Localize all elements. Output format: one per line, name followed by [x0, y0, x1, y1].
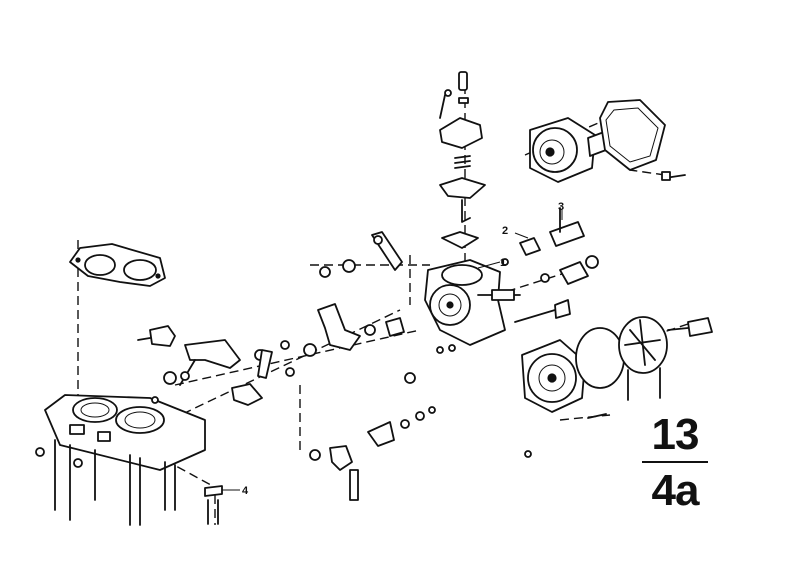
carburetor-base [35, 394, 206, 526]
callout-3: 3 [558, 201, 564, 213]
reference-number: 13 4a [640, 412, 710, 514]
reference-divider [642, 461, 708, 463]
right-linkage [501, 207, 599, 285]
pump-cover [529, 99, 686, 183]
choke-linkage-left [137, 325, 295, 406]
top-stack [439, 71, 486, 249]
bottom-post [204, 485, 223, 525]
reference-group-number: 13 [651, 410, 700, 459]
throttle-linkage [303, 231, 456, 384]
lower-linkage [309, 406, 532, 501]
callout-2: 2 [502, 225, 508, 237]
callout-4: 4 [242, 485, 249, 497]
callout-1: 1 [500, 257, 506, 269]
choke-housing [521, 316, 713, 419]
reference-subgroup-number: 4a [651, 466, 700, 515]
callout-leaders [222, 210, 563, 491]
upper-gasket [69, 243, 166, 287]
throttle-housing [424, 259, 571, 346]
